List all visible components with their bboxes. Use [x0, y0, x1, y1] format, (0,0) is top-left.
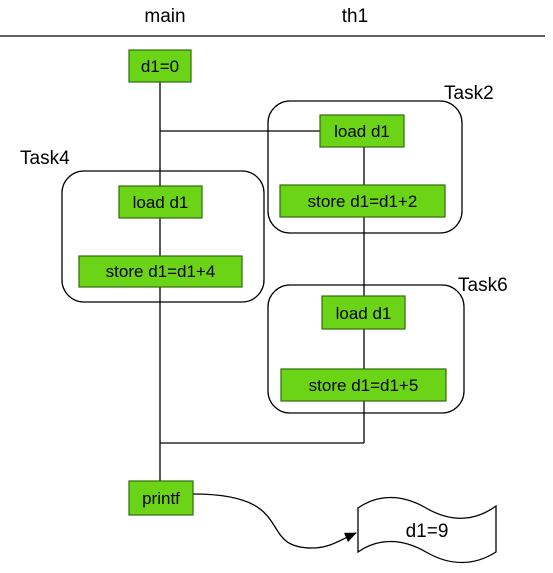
node-init: d1=0 [128, 49, 192, 83]
node-printf: printf [128, 480, 194, 516]
task2-label: Task2 [444, 83, 494, 104]
edge-printf-to-output [192, 493, 357, 549]
task6-label: Task6 [458, 275, 508, 296]
node-init-label: d1=0 [141, 57, 179, 76]
task2-group [267, 100, 463, 234]
column-header-main: main [144, 6, 185, 27]
node-task6-load-label: load d1 [336, 304, 392, 323]
node-task4-store: store d1=d1+4 [78, 255, 243, 288]
node-task4-load: load d1 [118, 185, 203, 219]
node-task6-store: store d1=d1+5 [280, 368, 447, 402]
node-task6-store-label: store d1=d1+5 [309, 376, 419, 395]
output-document: d1=9 [357, 496, 497, 564]
node-task2-store: store d1=d1+2 [279, 184, 446, 218]
task4-label: Task4 [20, 148, 70, 169]
node-task2-load: load d1 [319, 114, 405, 148]
node-task4-load-label: load d1 [133, 193, 189, 212]
node-task4-store-label: store d1=d1+4 [106, 262, 216, 281]
node-task2-store-label: store d1=d1+2 [308, 192, 418, 211]
task6-group [267, 284, 465, 414]
node-task6-load: load d1 [321, 295, 406, 330]
output-text: d1=9 [406, 521, 449, 542]
node-task2-load-label: load d1 [334, 122, 390, 141]
task4-group [61, 170, 265, 303]
node-printf-label: printf [142, 489, 180, 508]
column-header-th1: th1 [342, 6, 368, 27]
